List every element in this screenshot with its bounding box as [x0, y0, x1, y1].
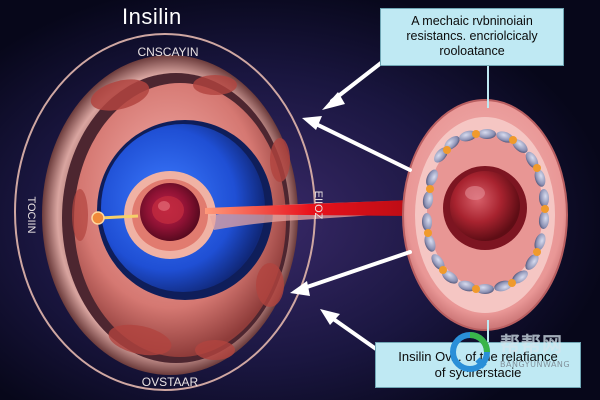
- nucleus: [124, 171, 216, 259]
- label-right-vertical: EIIOZ: [312, 191, 324, 220]
- info-box-top-line3: rooloatance: [439, 44, 505, 58]
- label-top-arc: CNSCAYIN: [137, 45, 198, 59]
- info-box-bottom-line1: Insilin Ov... of the relafiance: [398, 349, 558, 364]
- label-bottom-arc: OVSTAAR: [142, 375, 199, 389]
- info-box-top-line2: resistancs. encriolcicaly: [406, 29, 538, 43]
- watermark-logo-icon: [450, 332, 490, 372]
- receptor-ring: [421, 129, 550, 294]
- watermark-latin-text: BANGYUNWANG: [500, 360, 571, 369]
- label-left-vertical: TOCIIN: [25, 196, 37, 233]
- info-box-bottom: Insilin Ov... of the relafiance of sycir…: [375, 342, 581, 388]
- watermark: 帮帮网 BANGYUNWANG: [448, 326, 598, 388]
- info-box-top-line1: A mechaic rvbninoiain: [411, 14, 533, 28]
- info-box-bottom-line2: of sycirerstacie: [434, 365, 522, 380]
- info-box-top: A mechaic rvbninoiain resistancs. encrio…: [380, 8, 564, 66]
- diagram-title: Insilin: [122, 4, 182, 29]
- target-cell-nucleus: [443, 166, 527, 250]
- watermark-chinese-text: 帮帮网: [500, 332, 563, 356]
- red-signal-beam: [91, 200, 416, 225]
